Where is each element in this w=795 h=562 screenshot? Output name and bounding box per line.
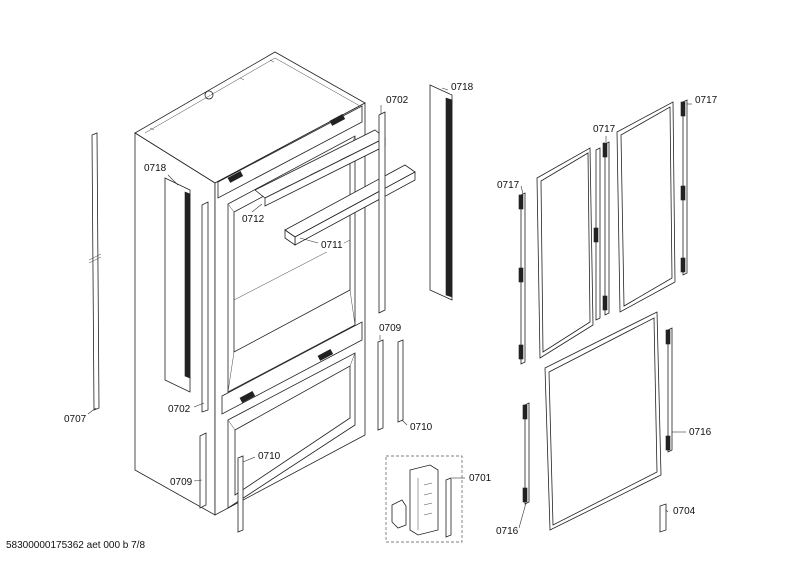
leader-lines [87, 87, 692, 529]
label-0701: 0701 [468, 473, 493, 485]
label-0709-left: 0709 [169, 477, 194, 489]
label-0717-left: 0717 [496, 180, 521, 192]
door-rail-0716-left [522, 402, 530, 505]
door-panel-lower [544, 311, 662, 531]
door-rail-0717-right [680, 99, 688, 276]
label-0716-left: 0716 [495, 526, 520, 538]
label-0709-right: 0709 [378, 323, 403, 335]
door-rail-0717-left [518, 192, 526, 365]
label-0707: 0707 [63, 414, 88, 426]
side-panel-0718-right [429, 84, 453, 301]
label-0712: 0712 [241, 214, 266, 226]
label-0717-center: 0717 [592, 124, 617, 136]
vertical-rail-0702-right [378, 111, 386, 314]
label-0710-left: 0710 [257, 451, 282, 463]
label-0702-left: 0702 [167, 404, 192, 416]
side-panel-0718-left [164, 177, 191, 393]
document-footer: 58300000175362 aet 000 b 7/8 [6, 540, 146, 551]
vertical-rail-0702-left [201, 201, 209, 413]
label-0702-right: 0702 [385, 95, 410, 107]
hinge-kit-0701 [385, 455, 463, 543]
label-0717-right: 0717 [694, 95, 719, 107]
label-0710-right: 0710 [409, 422, 434, 434]
lower-rail-0709-left [199, 432, 207, 509]
seal-strip-0710-right [397, 339, 404, 423]
label-0711: 0711 [320, 240, 344, 252]
label-0716-right: 0716 [688, 427, 713, 439]
door-rail-0716-right [665, 327, 673, 453]
seal-strip-0710-left [237, 455, 244, 533]
label-0718-right: 0718 [450, 82, 475, 94]
label-0704: 0704 [672, 506, 697, 518]
label-0718-left: 0718 [143, 163, 168, 175]
spacer-0704 [659, 503, 667, 533]
lower-rail-0709-right [377, 339, 384, 431]
door-panel-upper-left [536, 147, 594, 359]
door-panel-upper-right [616, 101, 676, 313]
door-rail-0717-center [593, 141, 610, 321]
trim-strip-0707 [88, 132, 102, 411]
